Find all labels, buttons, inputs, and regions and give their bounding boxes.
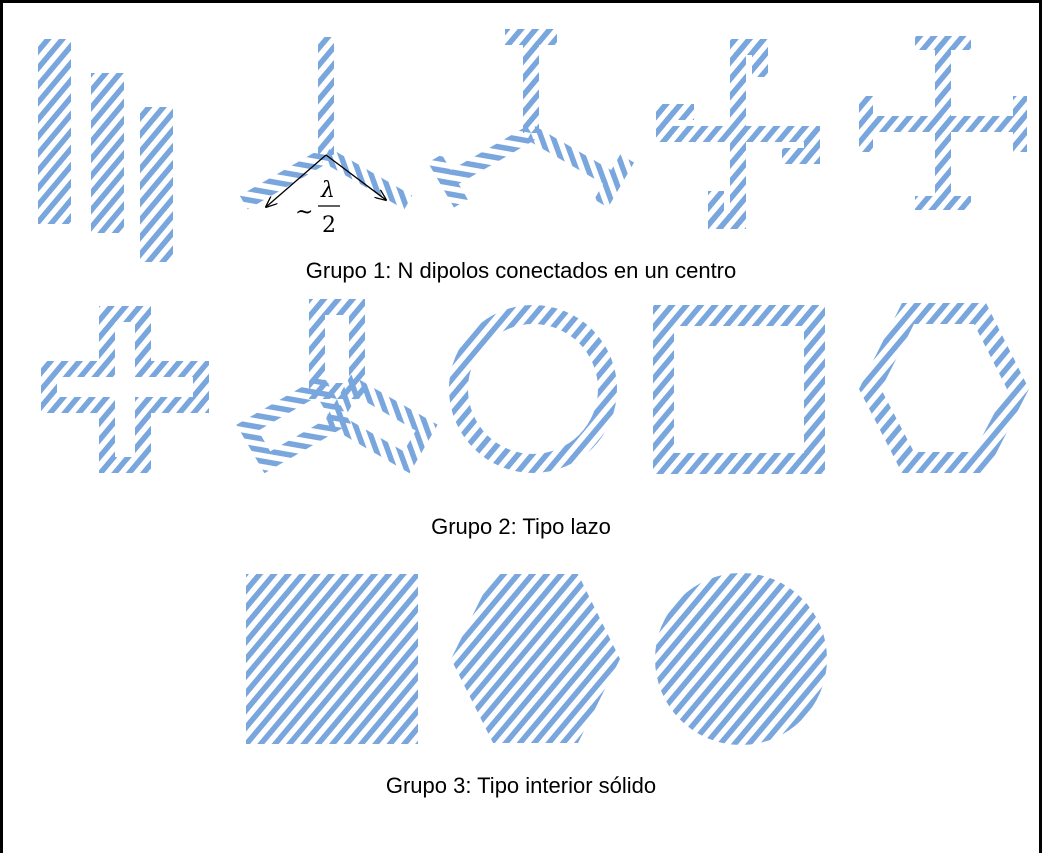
group-1-elements: [38, 29, 1027, 262]
dipole-2: [91, 73, 124, 233]
group-2-elements: [41, 299, 1029, 474]
group-1-caption: Grupo 1: N dipolos conectados en un cent…: [305, 258, 737, 283]
parallel-dipoles: [38, 39, 173, 262]
wavelength-annotation: ~ λ 2: [266, 154, 386, 238]
square-loop: [653, 305, 825, 474]
jerusalem-cross-rotated: [656, 39, 820, 229]
lambda-numerator: λ: [320, 178, 335, 203]
group-3-elements: [246, 573, 827, 745]
anchor-arm-left: [427, 126, 535, 208]
dimension-arrow-left: [266, 154, 327, 207]
jerusalem-cross: [859, 36, 1027, 210]
circular-loop: [449, 305, 617, 473]
solid-square: [246, 574, 418, 744]
tripole-arm-left: [322, 148, 413, 210]
group-3-caption: Grupo 3: Tipo interior sólido: [385, 773, 657, 798]
element-shapes: ~ λ 2: [38, 29, 1029, 745]
anchor-arm-up: [505, 29, 557, 133]
fraction-denominator: 2: [322, 213, 336, 238]
tripole-arm-top: [318, 37, 334, 155]
solid-hexagon: [451, 574, 620, 743]
loop-tripole: [236, 299, 438, 474]
tripole: [239, 37, 413, 210]
tripole-arm-right: [239, 148, 330, 210]
dipole-1: [38, 39, 71, 224]
solid-circle: [655, 573, 827, 745]
group-2-caption: Grupo 2: Tipo lazo: [431, 514, 611, 539]
anchor-tripole: [427, 29, 635, 208]
hexagonal-loop: [859, 303, 1029, 473]
tilde-symbol: ~: [295, 200, 313, 225]
dimension-arrow-right: [325, 154, 386, 200]
dipole-3: [140, 107, 173, 262]
loop-cross: [41, 306, 209, 473]
anchor-arm-right: [527, 126, 635, 208]
